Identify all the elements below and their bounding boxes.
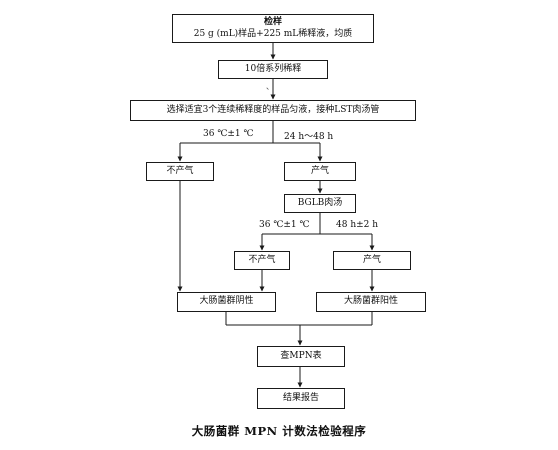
node-gas-2-label: 产气: [362, 254, 381, 265]
node-no-gas-1-label: 不产气: [166, 165, 194, 176]
node-gas-1: 产气: [284, 162, 356, 181]
node-sample: 检样 25 g (mL)样品+225 mL稀释液，均质: [172, 14, 374, 43]
node-sample-detail: 25 g (mL)样品+225 mL稀释液，均质: [193, 28, 353, 39]
node-bglb-label: BGLB肉汤: [297, 197, 343, 208]
node-no-gas-1: 不产气: [146, 162, 214, 181]
node-sample-title: 检样: [263, 17, 282, 28]
node-coliform-positive: 大肠菌群阳性: [316, 292, 426, 312]
node-coliform-positive-label: 大肠菌群阳性: [343, 296, 398, 307]
node-no-gas-2-label: 不产气: [248, 254, 276, 265]
node-report: 结果报告: [257, 388, 345, 409]
node-report-label: 结果报告: [282, 392, 319, 403]
label-temp-1: 36 ℃±1 ℃: [203, 129, 254, 139]
node-serial-dilution-label: 10倍系列稀释: [244, 63, 302, 74]
label-time-2: 48 h±2 h: [336, 220, 379, 230]
node-serial-dilution: 10倍系列稀释: [218, 60, 328, 79]
node-check-mpn: 查MPN表: [257, 346, 345, 367]
node-check-mpn-label: 查MPN表: [280, 350, 322, 361]
node-coliform-negative: 大肠菌群阴性: [177, 292, 276, 312]
label-temp-2: 36 ℃±1 ℃: [259, 220, 310, 230]
node-no-gas-2: 不产气: [234, 251, 290, 270]
node-gas-2: 产气: [333, 251, 411, 270]
node-inoculate-label: 选择适宜3个连续稀释度的样品匀液，接种LST肉汤管: [166, 104, 380, 115]
stray-mark: 、: [266, 82, 274, 91]
label-time-1: 24 h～48 h: [284, 132, 334, 142]
node-bglb: BGLB肉汤: [284, 194, 356, 213]
node-gas-1-label: 产气: [310, 165, 329, 176]
node-inoculate: 选择适宜3个连续稀释度的样品匀液，接种LST肉汤管: [130, 100, 416, 121]
node-coliform-negative-label: 大肠菌群阴性: [199, 296, 254, 307]
figure-caption: 大肠菌群 MPN 计数法检验程序: [191, 424, 367, 438]
